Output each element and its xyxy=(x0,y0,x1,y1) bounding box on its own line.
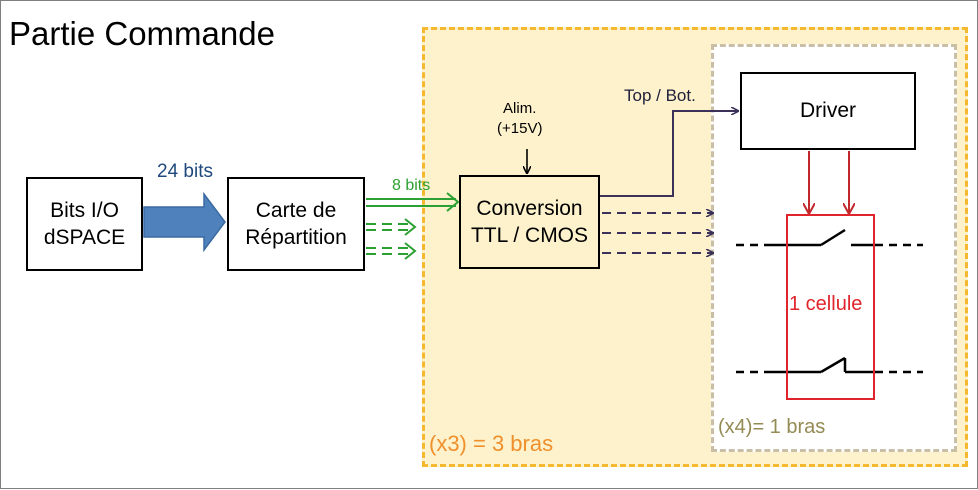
cellule-label: 1 cellule xyxy=(789,293,863,315)
bus-8-dashed-1-head xyxy=(404,218,417,236)
diagram-title: Partie Commande xyxy=(9,15,275,52)
repartition-block-label: Carte de Répartition xyxy=(245,198,347,249)
alim-label: Alim. (+15V) xyxy=(497,100,543,138)
driver-block-label: Driver xyxy=(800,99,856,123)
lower-switch-icon xyxy=(736,356,923,374)
bus-8-dashed-1 xyxy=(366,223,413,231)
top-bot-wire xyxy=(600,111,738,197)
bus-8-label: 8 bits xyxy=(392,177,431,194)
one-arm-label: (x4)= 1 bras xyxy=(718,416,826,438)
bus-8-solid xyxy=(366,192,460,212)
dspace-block-label: Bits I/O dSPACE xyxy=(43,198,126,249)
bus-24-arrow xyxy=(143,191,226,253)
cell-boundary xyxy=(786,214,875,400)
top-bot-label: Top / Bot. xyxy=(624,86,696,105)
bus-8-dashed-2 xyxy=(366,247,413,255)
upper-switch-icon xyxy=(736,228,923,247)
conversion-dashed-outputs xyxy=(602,213,713,253)
conversion-block: Conversion TTL / CMOS xyxy=(459,175,600,269)
bus-24-label: 24 bits xyxy=(157,161,213,182)
driver-block: Driver xyxy=(740,72,916,150)
three-arms-label: (x3) = 3 bras xyxy=(429,431,554,456)
repartition-block: Carte de Répartition xyxy=(227,177,365,271)
dspace-block: Bits I/O dSPACE xyxy=(26,177,143,271)
bus-8-dashed-2-head xyxy=(404,242,417,260)
conversion-block-label: Conversion TTL / CMOS xyxy=(470,196,589,247)
